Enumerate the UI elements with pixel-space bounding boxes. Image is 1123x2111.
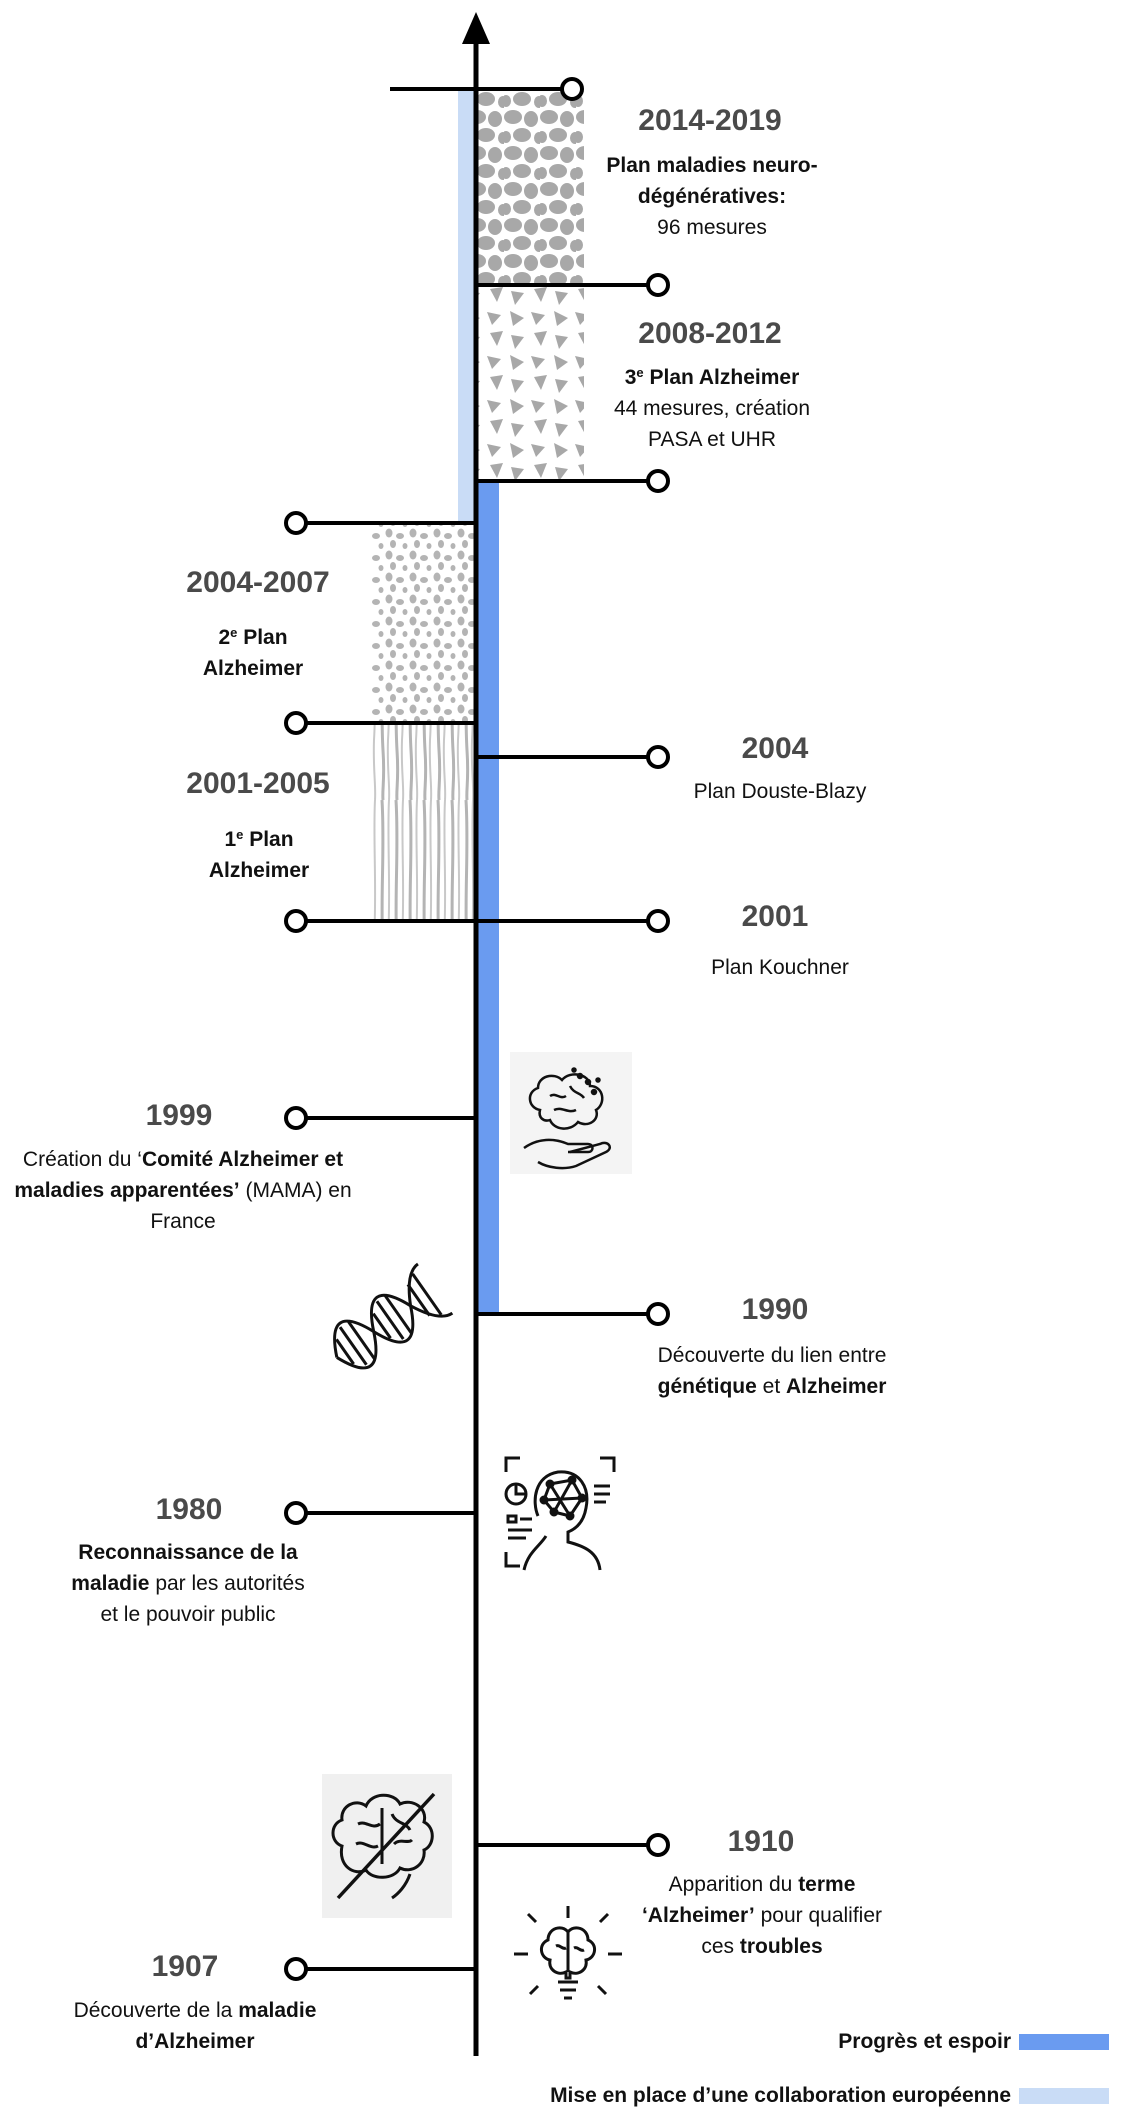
year-2004-2007: 2004-2007 bbox=[186, 566, 330, 599]
marker-2004-2007 bbox=[284, 511, 308, 535]
event-2004-text: Plan Douste-Blazy bbox=[693, 780, 867, 803]
marker-1999 bbox=[284, 1106, 308, 1130]
texture-block-2014-2019 bbox=[478, 89, 584, 285]
year-1999: 1999 bbox=[145, 1099, 213, 1132]
legend-progress-swatch bbox=[1019, 2034, 1109, 2050]
marker-2008-end bbox=[646, 469, 670, 493]
brain-in-hand-icon bbox=[510, 1052, 632, 1174]
collab-bar bbox=[458, 89, 476, 523]
marker-1980 bbox=[284, 1501, 308, 1525]
year-2004: 2004 bbox=[741, 732, 809, 765]
event-1999-text: Création du ‘Comité Alzheimer et maladie… bbox=[14, 1148, 352, 1233]
year-1907: 1907 bbox=[151, 1950, 219, 1983]
marker-2001-2005 bbox=[284, 711, 308, 735]
legend-collab: Mise en place d’une collaboration europé… bbox=[550, 2084, 1109, 2108]
year-2001: 2001 bbox=[741, 900, 809, 933]
year-1910: 1910 bbox=[727, 1825, 795, 1858]
dna-icon bbox=[333, 1262, 454, 1370]
marker-1910 bbox=[646, 1833, 670, 1857]
event-2014-2019-text: Plan maladies neuro-dégénératives:96 mes… bbox=[606, 154, 818, 239]
event-1980-text: Reconnaissance de la maladie par les aut… bbox=[71, 1541, 305, 1626]
brain-crossed-icon bbox=[322, 1774, 452, 1918]
year-2014-2019: 2014-2019 bbox=[638, 104, 782, 137]
legend-collab-swatch bbox=[1019, 2088, 1109, 2104]
legend-progress: Progrès et espoir bbox=[838, 2030, 1109, 2054]
brain-lightbulb-icon bbox=[514, 1906, 622, 2000]
texture-block-2001-2005 bbox=[372, 723, 476, 921]
face-scan-icon bbox=[504, 1456, 616, 1571]
event-2008-2012-text: 3e Plan Alzheimer 44 mesures, création P… bbox=[613, 365, 811, 451]
texture-block-2004-2007 bbox=[372, 523, 476, 723]
event-2004-2007-text: 2e Plan Alzheimer bbox=[202, 625, 304, 680]
legend-progress-label: Progrès et espoir bbox=[838, 2030, 1011, 2053]
event-1910-text: Apparition du terme ‘Alzheimer’ pour qua… bbox=[641, 1873, 883, 1958]
marker-2004 bbox=[646, 745, 670, 769]
event-1990-text: Découverte du lien entre génétique et Al… bbox=[657, 1344, 887, 1398]
progress-bar bbox=[478, 481, 499, 1314]
texture-block-2008-2012 bbox=[478, 285, 584, 481]
year-2001-2005: 2001-2005 bbox=[186, 767, 330, 800]
marker-2001 bbox=[646, 909, 670, 933]
year-2008-2012: 2008-2012 bbox=[638, 317, 782, 350]
marker-2008-2012 bbox=[646, 273, 670, 297]
marker-1990 bbox=[646, 1302, 670, 1326]
year-1980: 1980 bbox=[155, 1493, 223, 1526]
marker-2014-2019 bbox=[560, 77, 584, 101]
year-1990: 1990 bbox=[741, 1293, 809, 1326]
event-2001-text: Plan Kouchner bbox=[711, 956, 849, 979]
legend-collab-label: Mise en place d’une collaboration europé… bbox=[550, 2084, 1011, 2107]
event-2001-2005-text: 1e Plan Alzheimer bbox=[208, 827, 310, 882]
marker-1907 bbox=[284, 1957, 308, 1981]
marker-2001-left bbox=[284, 909, 308, 933]
axis-arrow bbox=[462, 12, 490, 44]
event-1907-text: Découverte de la maladie d’Alzheimer bbox=[73, 1999, 317, 2053]
